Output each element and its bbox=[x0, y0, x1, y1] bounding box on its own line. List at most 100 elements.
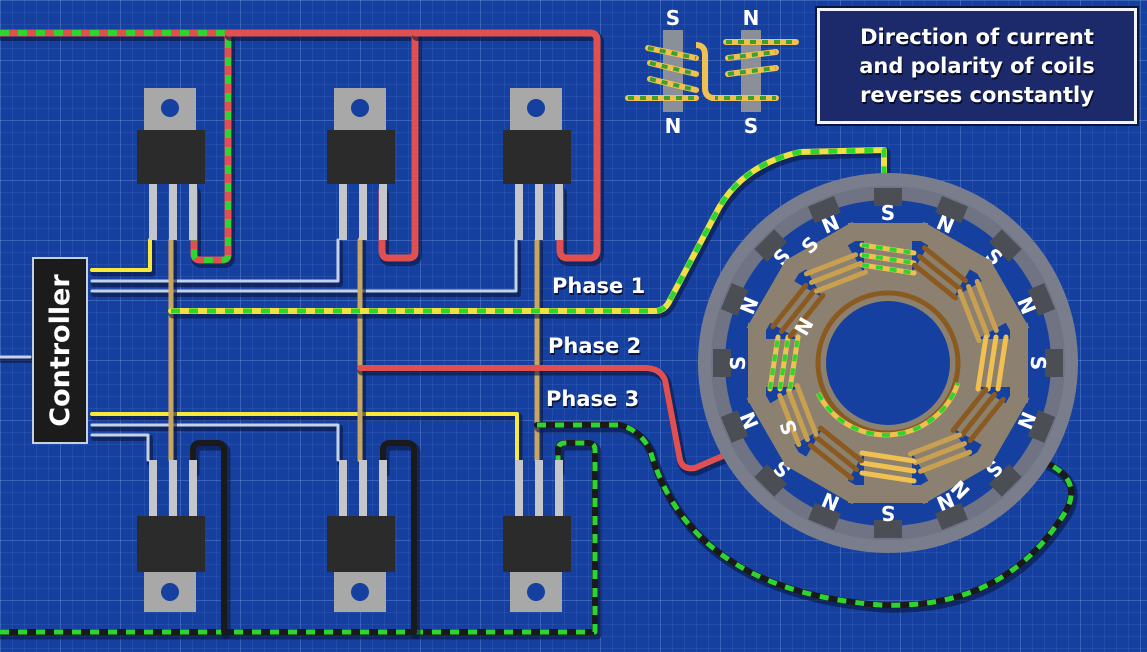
stator-coil-10-2 bbox=[770, 282, 809, 330]
transistor-high-1-pin-2 bbox=[189, 184, 197, 240]
rotor-pole-label-12: S bbox=[726, 356, 750, 370]
positive-rail-2 bbox=[224, 29, 422, 266]
stator-tooth-cap-9 bbox=[748, 323, 766, 403]
stator-tooth-cap-3 bbox=[1010, 323, 1028, 403]
stator-coil-10-0 bbox=[787, 292, 826, 340]
ground-rail-1 bbox=[190, 440, 231, 640]
transistor-low-2-hole bbox=[351, 583, 369, 601]
stator-coil-1-1 bbox=[916, 253, 964, 292]
coil-turn-current-6 bbox=[727, 66, 777, 76]
rotor-magnet-0 bbox=[874, 188, 902, 206]
stator-coil-6-0 bbox=[859, 450, 917, 464]
stator-coil-2-1 bbox=[966, 283, 991, 339]
transistor-low-3-body bbox=[503, 516, 571, 572]
rotor-magnet-7 bbox=[935, 502, 968, 531]
gate-wire-ls3 bbox=[90, 412, 523, 467]
rotor-magnet-15 bbox=[808, 195, 841, 224]
transistor-high-3 bbox=[503, 88, 571, 240]
transistor-low-2 bbox=[327, 460, 395, 612]
stator-coil-current-0-2 bbox=[861, 243, 915, 255]
coil-label-bottom-left: N bbox=[665, 114, 682, 138]
coil-label-bottom-right: S bbox=[744, 114, 758, 138]
transistor-low-2-pin-0 bbox=[339, 460, 347, 516]
transistor-high-1-pin-0 bbox=[149, 184, 157, 240]
stator-tooth-cap-4 bbox=[973, 389, 1030, 468]
stator-coil-10-1 bbox=[778, 287, 817, 335]
phase-3-wire bbox=[534, 422, 1078, 613]
stator-coil-11-0 bbox=[813, 269, 869, 294]
transistor-low-2-pin-1 bbox=[359, 460, 367, 516]
coil-label-top-right: N bbox=[743, 6, 760, 30]
transistor-high-2-body bbox=[327, 130, 395, 184]
stator-tooth-cap-1 bbox=[914, 221, 993, 278]
stator-coil-8-2 bbox=[777, 392, 802, 448]
transistor-high-2-pin-0 bbox=[339, 184, 347, 240]
coil-label-top-left: S bbox=[666, 6, 680, 30]
positive-rail-3-core bbox=[411, 29, 601, 262]
stator-coil-1-0 bbox=[911, 262, 959, 301]
stator-coil-3-1 bbox=[985, 334, 999, 392]
gate-wire-hs3-shadow bbox=[91, 240, 521, 297]
gate-wire-ls3-core bbox=[90, 412, 519, 462]
stator-coil-6-1 bbox=[859, 460, 917, 474]
positive-rail-2-core bbox=[224, 29, 419, 262]
stator-coil-5-0 bbox=[907, 432, 963, 457]
rotor-magnet-2 bbox=[989, 229, 1022, 262]
phase-2-wire bbox=[357, 365, 767, 476]
gate-wire-ls1 bbox=[90, 433, 153, 466]
phase-1-wire-current bbox=[171, 147, 887, 314]
stator-coil-8-0 bbox=[794, 382, 819, 438]
controller-box: Controller bbox=[32, 257, 88, 444]
rotor-magnet-13 bbox=[720, 283, 749, 316]
stator-coil-6-2 bbox=[859, 470, 917, 484]
transistor-low-3 bbox=[503, 460, 571, 612]
phase-bus-2 bbox=[357, 237, 366, 467]
phase-2-wire-core bbox=[357, 365, 763, 472]
stator-coil-current-0-1 bbox=[861, 253, 915, 265]
controller-input-wire bbox=[0, 355, 35, 363]
stator-coil-current-9-0 bbox=[788, 336, 800, 390]
gate-wire-hs1-core bbox=[90, 238, 152, 272]
stator-coil-2-0 bbox=[957, 288, 982, 344]
transistor-high-3-pin-2 bbox=[555, 184, 563, 240]
stator-tooth-cap-6 bbox=[848, 485, 928, 503]
transistor-low-3-pin-2 bbox=[555, 460, 563, 516]
ground-rail-2 bbox=[380, 440, 421, 640]
phase-1-label: Phase 1 bbox=[552, 274, 646, 298]
transistor-low-2-body bbox=[327, 516, 395, 572]
transistor-high-3-hole bbox=[527, 99, 545, 117]
transistor-low-3-pin-1 bbox=[535, 460, 543, 516]
transistor-low-1-body bbox=[137, 516, 205, 572]
stator-tooth-cap-0 bbox=[848, 223, 928, 241]
ground-rail-2-core bbox=[380, 440, 417, 635]
transistor-low-1-pin-1 bbox=[169, 460, 177, 516]
transistor-high-1-body bbox=[137, 130, 205, 184]
rotor-magnet-5 bbox=[1027, 410, 1056, 443]
rotor-magnet-11 bbox=[720, 410, 749, 443]
rotor-magnet-4 bbox=[1045, 349, 1063, 377]
stator-coil-3-2 bbox=[995, 334, 1009, 392]
positive-rail-3 bbox=[411, 29, 604, 266]
rotor-magnet-14 bbox=[754, 229, 787, 262]
stator-coil-current-9-1 bbox=[778, 336, 790, 390]
coil-turn-current-2 bbox=[649, 77, 697, 92]
stator-tooth-cap-10 bbox=[746, 258, 803, 337]
rotor-magnet-8 bbox=[874, 520, 902, 538]
coil-turn-current-1 bbox=[649, 61, 697, 76]
phase-3-wire-current bbox=[537, 422, 1074, 608]
controller-label: Controller bbox=[44, 274, 76, 427]
stator-coil-11-1 bbox=[808, 260, 864, 285]
rotor-magnet-6 bbox=[989, 464, 1022, 497]
stator-coil-11-2 bbox=[803, 252, 859, 277]
stator-coil-8-1 bbox=[785, 387, 810, 443]
stator-coil-1-2 bbox=[921, 245, 969, 284]
stator-coil-3-0 bbox=[975, 334, 989, 392]
phase-1-wire-shadow bbox=[168, 148, 891, 319]
rotor-pole-label-4: S bbox=[1026, 356, 1050, 370]
phase-1-wire bbox=[168, 147, 891, 319]
stator-bore bbox=[826, 301, 950, 425]
transistor-high-1-hole bbox=[161, 99, 179, 117]
stator-coil-current-9-2 bbox=[768, 336, 780, 390]
stator-coil-7-1 bbox=[812, 434, 860, 473]
rotor-magnet-3 bbox=[1027, 283, 1056, 316]
